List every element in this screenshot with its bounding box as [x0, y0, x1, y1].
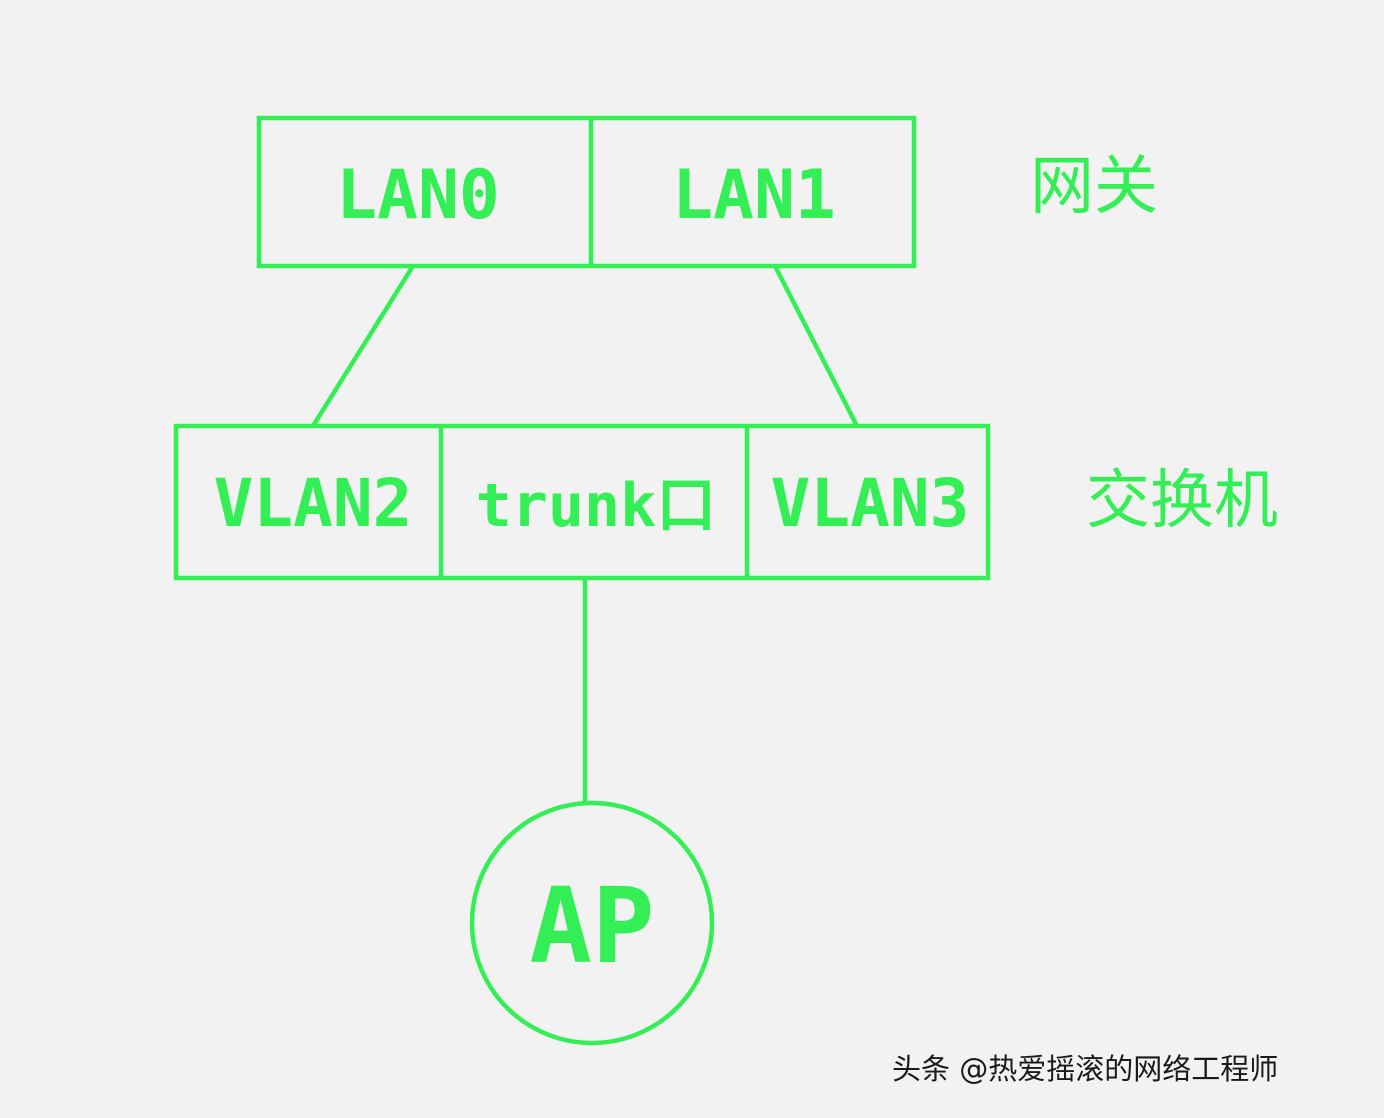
link-lan1-vlan3 [772, 264, 860, 428]
watermark-text: 头条 @热爱摇滚的网络工程师 [892, 1052, 1279, 1086]
gateway-label: 网关 [1030, 150, 1158, 224]
gateway-port-lan1: LAN1 [672, 156, 836, 235]
switch-box [173, 423, 991, 581]
access-point-circle [469, 800, 715, 1046]
switch-port-trunk: trunk口 [476, 471, 717, 541]
access-point-label: AP [529, 865, 654, 987]
gateway-box [256, 115, 917, 269]
switch-port-vlan3: VLAN3 [771, 465, 970, 542]
switch-port-vlan2: VLAN2 [214, 465, 413, 542]
gateway-port-lan0: LAN0 [336, 156, 500, 235]
switch-label: 交换机 [1086, 464, 1278, 538]
link-lan0-vlan2 [311, 264, 415, 428]
access-point-node: AP [469, 800, 715, 1046]
gateway-node: LAN0 LAN1 [256, 115, 917, 269]
switch-node: VLAN2 trunk口 VLAN3 [173, 423, 991, 581]
